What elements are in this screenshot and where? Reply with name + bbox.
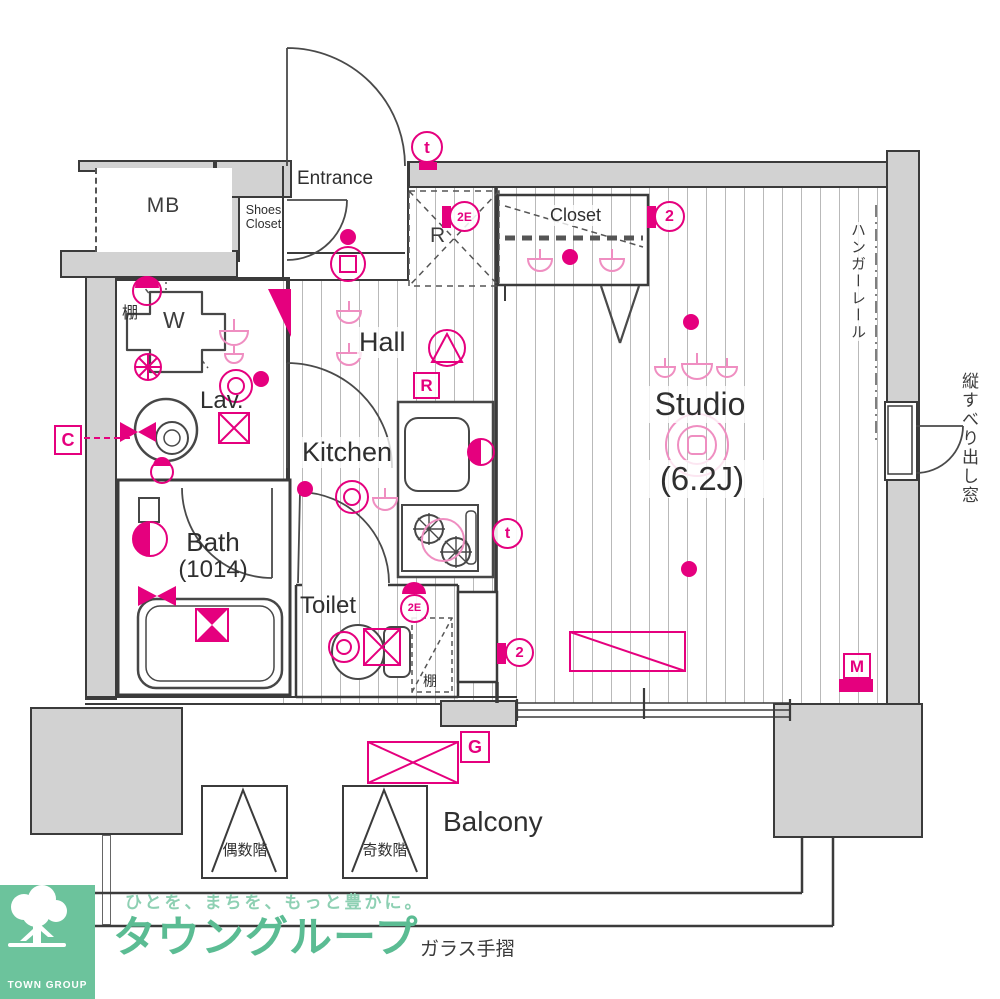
brand-name: タウングループ	[113, 914, 419, 962]
washer-letter: W	[163, 307, 185, 333]
shelf-label-toilet: 棚	[423, 673, 437, 689]
bath-size-label: (1014)	[178, 556, 248, 583]
glass-handrail-label: ガラス手摺	[420, 939, 515, 960]
gas-marker: G	[460, 731, 490, 763]
doorbell-marker: t	[411, 131, 443, 163]
cold-water-marker: C	[54, 425, 82, 455]
outlet-2e-toilet-marker: 2E	[400, 594, 429, 623]
hanger-rail-label: ハンガーレール	[845, 222, 870, 341]
room-label-hall: Hall	[357, 327, 408, 358]
studio-size-label: (6.2J)	[640, 460, 764, 498]
handrail-post	[102, 835, 111, 925]
outlet-2e-entrance-marker: 2E	[449, 201, 480, 232]
shelf-label-lav: 棚	[122, 305, 139, 322]
studio-floor	[497, 188, 888, 703]
town-group-logo: TOWN GROUP	[0, 885, 95, 999]
outlet-2-closet-marker: 2	[654, 201, 685, 232]
room-label-lav: Lav.	[200, 387, 244, 414]
wall-bottom-left-block	[30, 707, 183, 835]
shoes-closet-line2: Closet	[245, 217, 282, 232]
even-floors-label: 偶数階	[222, 842, 268, 859]
room-label-mb: MB	[146, 194, 181, 217]
room-label-kitchen: Kitchen	[300, 437, 395, 468]
refrigerator-letter: R	[430, 224, 446, 247]
room-label-closet: Closet	[548, 205, 604, 226]
shoes-closet-line1: Shoes	[245, 203, 282, 217]
meter-marker: M	[843, 653, 871, 679]
thermostat-kitchen-marker: t	[492, 518, 523, 549]
shoes-closet-label: Shoes Closet	[240, 203, 287, 232]
room-label-studio: Studio	[638, 386, 762, 423]
wall-left	[85, 276, 117, 700]
refrigerator-outlet-marker: R	[413, 372, 440, 399]
town-group-text: TOWN GROUP	[7, 980, 88, 991]
mb-recess	[95, 168, 232, 252]
outlet-2-studio-marker: 2	[505, 638, 534, 667]
odd-floors-label: 奇数階	[362, 842, 408, 859]
room-label-entrance: Entrance	[297, 168, 374, 189]
wall-bottom-right-block	[773, 703, 923, 838]
casement-window-label: 縦すべり出し窓	[959, 372, 978, 505]
brand-tagline: ひとを、まちを、もっと豊かに。	[125, 893, 425, 912]
room-label-toilet: Toilet	[300, 592, 357, 619]
entrance-floor	[283, 166, 408, 281]
room-label-bath: Bath	[186, 527, 240, 557]
tree-icon	[8, 885, 67, 947]
room-label-balcony: Balcony	[443, 806, 543, 837]
